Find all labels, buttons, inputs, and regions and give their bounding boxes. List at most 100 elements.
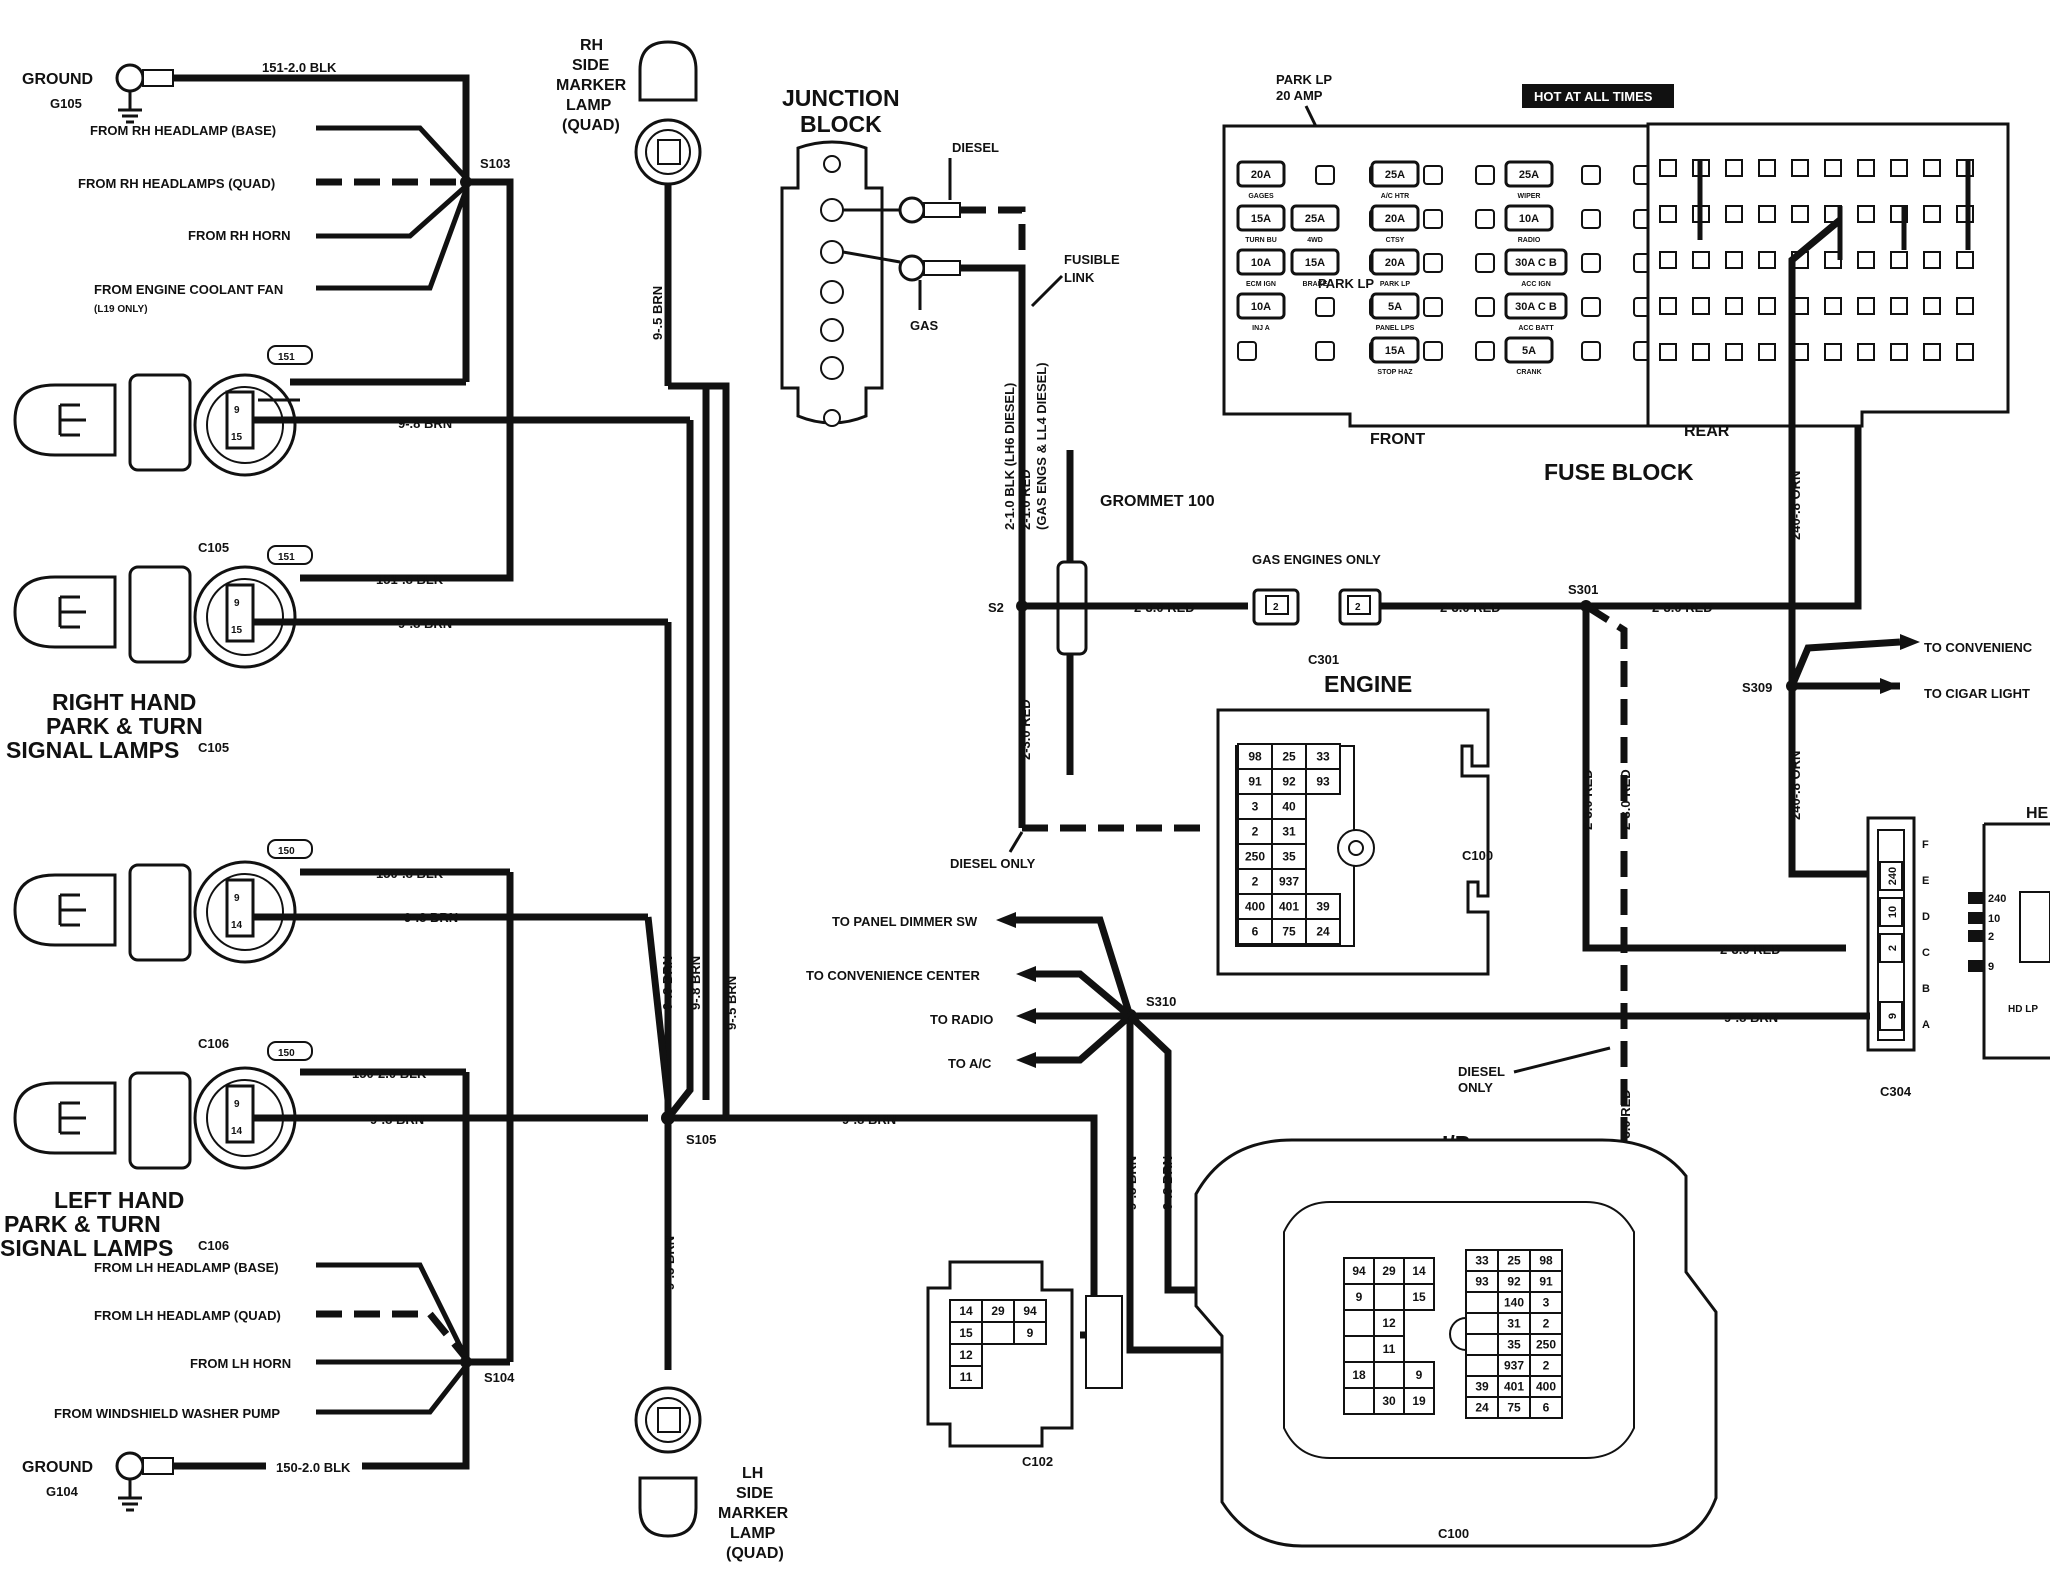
c102-cavity: 12 (959, 1348, 973, 1362)
s301-label: S301 (1568, 582, 1598, 597)
rear-terminal (1857, 343, 1875, 361)
fuse-socket (1581, 253, 1601, 273)
lh-park-turn-title-2: PARK & TURN (4, 1211, 161, 1237)
ground-terminal-g105 (115, 63, 174, 124)
fusible-wire-3: (GAS ENGS & LL4 DIESEL) (1034, 362, 1049, 530)
fuse-socket (1423, 253, 1443, 273)
wire-150-2-blk-label-b: 150-2.0 BLK (276, 1460, 351, 1475)
rear-terminal (1791, 205, 1809, 223)
fuse-rating: 30A C B (1515, 301, 1557, 313)
lh-side-3: MARKER (718, 1505, 789, 1522)
ip-left-cell (1373, 1387, 1405, 1415)
from-lh-horn: FROM LH HORN (190, 1356, 291, 1371)
ground-label-top: GROUND (22, 71, 93, 88)
fuse-socket (1423, 209, 1443, 229)
c304-cavity: 240 (1887, 867, 1899, 885)
ip-left-cavity: 94 (1352, 1264, 1366, 1278)
ground-label-bottom: GROUND (22, 1459, 93, 1476)
fuse-rating: 5A (1522, 345, 1536, 357)
ip-left-cavity: 29 (1382, 1264, 1396, 1278)
fuse-socket (1423, 341, 1443, 361)
ground-terminal-g104 (115, 1451, 174, 1512)
lh-park-turn-title-1: LEFT HAND (54, 1187, 184, 1213)
rear-terminal (1923, 205, 1941, 223)
rh-side-4: LAMP (566, 97, 612, 114)
rear-terminal (1725, 251, 1743, 269)
wire-150-8-blk-label: 150-.8 BLK (376, 866, 444, 881)
c304-pin-letter: A (1922, 1019, 1930, 1031)
hot-at-all-times: HOT AT ALL TIMES (1534, 89, 1653, 104)
rear-terminal (1659, 251, 1677, 269)
c102-cavity: 94 (1023, 1304, 1037, 1318)
engine-cavity: 35 (1282, 850, 1296, 864)
lh-side-2: SIDE (736, 1485, 774, 1502)
c106-label-bottom: C106 (198, 1238, 229, 1253)
fuse (1370, 204, 1420, 232)
ring-terminal-diesel (898, 196, 961, 224)
fuse-circuit: A/C HTR (1381, 193, 1409, 200)
pin-9-d: 9 (234, 1099, 240, 1110)
c102-cavity: 15 (959, 1326, 973, 1340)
fuse (1290, 204, 1340, 232)
ip-left-cell (1403, 1283, 1435, 1311)
ip-right-cavity: 98 (1539, 1254, 1553, 1268)
diesel-label: DIESEL (952, 140, 999, 155)
wire-windshield-washer (316, 1364, 468, 1415)
ip-right-cell (1529, 1396, 1563, 1419)
fuse (1370, 160, 1420, 188)
fuse-circuit: 4WD (1307, 237, 1323, 244)
rear-terminal (1659, 343, 1677, 361)
fuse-rating: 10A (1251, 257, 1271, 269)
c102-cavity: 14 (959, 1304, 973, 1318)
c304-cavity: 10 (1887, 906, 1899, 918)
fuse-rating: 15A (1251, 213, 1271, 225)
fuse-rating: 20A (1385, 257, 1405, 269)
from-lh-headlamp-quad: FROM LH HEADLAMP (QUAD) (94, 1308, 281, 1323)
fuse-circuit: PANEL LPS (1376, 325, 1415, 332)
wire-151-8-blk-label: 151-.8 BLK (376, 572, 444, 587)
fuse-rating: 15A (1305, 257, 1325, 269)
fuse-socket (1237, 341, 1257, 361)
rear-terminal (1659, 205, 1677, 223)
park-lp-label-2: 20 AMP (1276, 88, 1323, 103)
ip-right-cavity: 2 (1543, 1317, 1550, 1331)
pin-14: 14 (231, 920, 243, 931)
hd-lp-label: HD LP (2008, 1004, 2038, 1015)
fuse (1370, 292, 1420, 320)
c102-label: C102 (1022, 1454, 1053, 1469)
from-rh-headlamp-base: FROM RH HEADLAMP (BASE) (90, 123, 276, 138)
brn-label-4: 9-.8 BRN (370, 1112, 424, 1127)
ip-connector (1194, 1138, 1718, 1548)
engine-cavity: 3 (1252, 800, 1259, 814)
fuse-socket (1581, 341, 1601, 361)
ip-right-cell (1465, 1333, 1499, 1356)
fuse-socket (1475, 209, 1495, 229)
from-rh-horn: FROM RH HORN (188, 228, 291, 243)
rear-terminal (1758, 159, 1776, 177)
c304-pin-letter: F (1922, 839, 1929, 851)
from-engine-coolant-fan: FROM ENGINE COOLANT FAN (94, 282, 283, 297)
fuse-rating: 15A (1385, 345, 1405, 357)
c102-cell (1013, 1321, 1047, 1345)
ip-left-cell (1403, 1387, 1435, 1415)
brn-label-1: 9-.8 BRN (398, 416, 452, 431)
diesel-only-b1: DIESEL (1458, 1064, 1505, 1079)
fuse-socket (1423, 297, 1443, 317)
rear-terminal (1890, 251, 1908, 269)
park-lp-label-1: PARK LP (1276, 72, 1332, 87)
rear-terminal (1659, 159, 1677, 177)
wire-9-5-brn-rh-side (668, 382, 730, 1118)
c102-cavity: 11 (960, 1370, 973, 1384)
rear-terminal (1692, 297, 1710, 315)
fuse (1504, 204, 1554, 232)
fuse (1236, 292, 1286, 320)
engine-cavity: 92 (1282, 775, 1296, 789)
engine-cavity: 91 (1248, 775, 1262, 789)
engine-cavity: 2 (1252, 875, 1259, 889)
engine-cavity: 31 (1282, 825, 1296, 839)
c301-connector: 2 2 (1252, 588, 1382, 626)
engine-cavity: 33 (1316, 750, 1330, 764)
fuse-socket (1581, 209, 1601, 229)
